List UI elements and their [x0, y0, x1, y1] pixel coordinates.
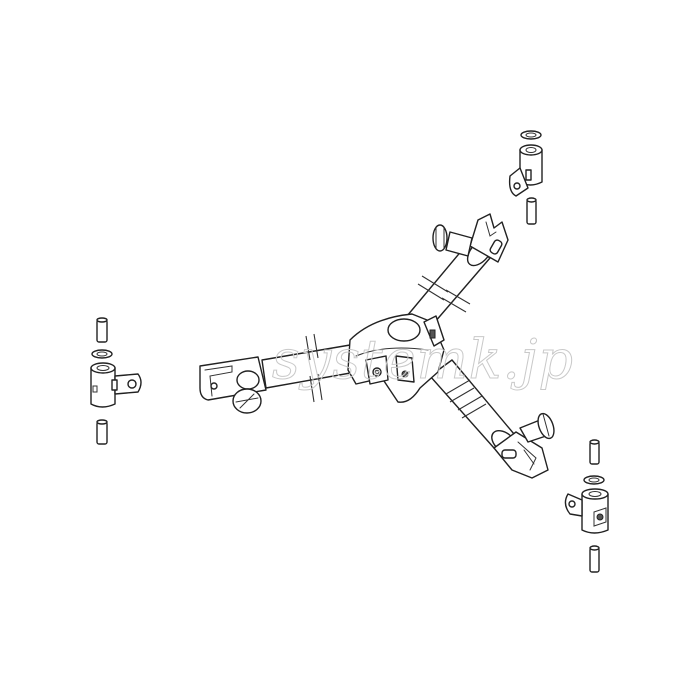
- bracket-bottom-right: [564, 439, 609, 573]
- bracket-top-right: [508, 130, 543, 225]
- arm-lower-right: [429, 359, 555, 479]
- bracket-left: [90, 317, 142, 445]
- center-hub: [347, 313, 445, 403]
- arm-left: [199, 333, 357, 414]
- arm-upper-right: [406, 213, 509, 331]
